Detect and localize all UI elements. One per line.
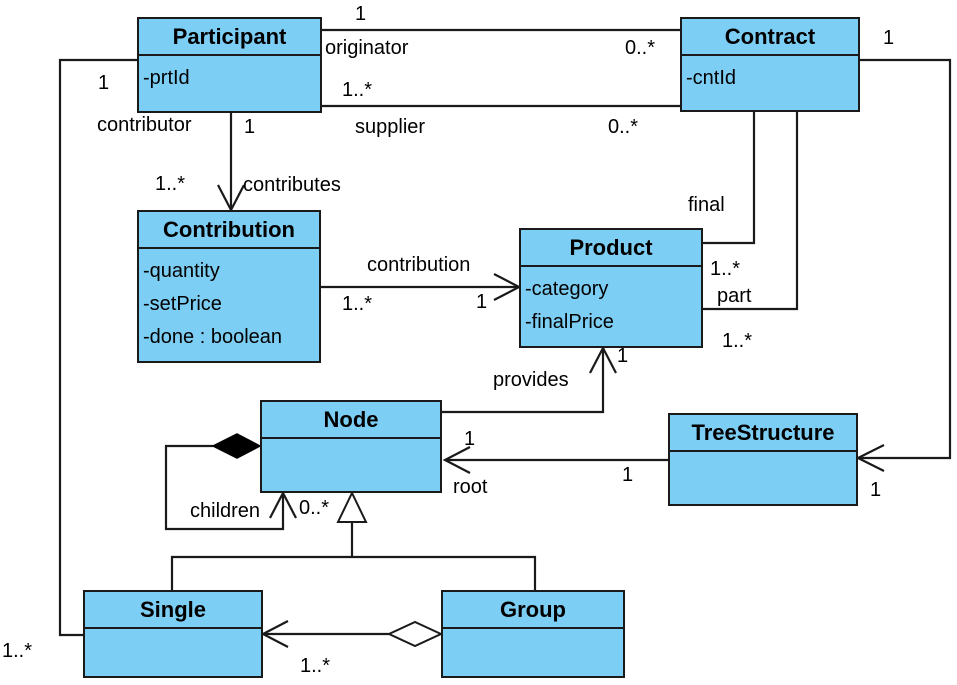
multiplicity-contributor-top: 1 (244, 116, 256, 138)
multiplicity-contribution-source: 1..* (342, 293, 373, 315)
class-name: TreeStructure (670, 415, 856, 452)
multiplicity-root-tree: 1 (622, 464, 634, 486)
attribute: -finalPrice (525, 311, 614, 333)
multiplicity-contribution-target: 1 (476, 291, 488, 313)
role-final: final (688, 194, 725, 216)
multiplicity-participant-single: 1 (98, 72, 110, 94)
children-arrow-head (269, 490, 297, 519)
multiplicity-supplier-source: 1..* (342, 79, 373, 101)
attribute: -quantity (143, 260, 220, 282)
class-group: Group (441, 590, 625, 678)
attribute: -category (525, 278, 609, 300)
attribute: -setPrice (143, 293, 222, 315)
multiplicity-group-single: 1..* (300, 655, 331, 677)
multiplicity-final: 1..* (710, 258, 741, 280)
root-arrow-head (442, 446, 471, 474)
attribute: -done : boolean (143, 326, 283, 348)
final-association (703, 112, 756, 245)
class-name: Contract (682, 19, 858, 56)
role-part: part (717, 285, 752, 307)
group-single-arrow-head (260, 620, 289, 648)
attribute: -prtId (143, 67, 190, 89)
generalization-lines (170, 555, 537, 590)
class-name: Single (85, 592, 261, 629)
role-children: children (190, 500, 261, 522)
role-contribution: contribution (367, 254, 471, 276)
role-provides: provides (493, 369, 569, 391)
class-name: Participant (139, 19, 320, 56)
role-contributor: contributor (97, 114, 192, 136)
children-composition (164, 444, 285, 531)
part-association (703, 112, 799, 311)
multiplicity-originator-source: 1 (355, 3, 367, 25)
multiplicity-part: 1..* (722, 330, 753, 352)
class-name: Contribution (139, 212, 319, 249)
role-supplier: supplier (355, 116, 426, 138)
class-participant: Participant -prtId (137, 17, 322, 113)
class-attributes: -prtId (139, 56, 320, 95)
composition-diamond (211, 433, 262, 459)
multiplicity-single-left: 1..* (2, 640, 33, 662)
class-product: Product -category -finalPrice (519, 228, 703, 348)
multiplicity-contributor-bottom: 1..* (155, 173, 186, 195)
aggregation-diamond (386, 620, 444, 648)
class-tree-structure: TreeStructure (668, 413, 858, 506)
multiplicity-children: 0..* (299, 497, 330, 519)
provides-arrow-head (589, 345, 617, 374)
class-attributes: -cntId (682, 56, 858, 95)
multiplicity-supplier-target: 0..* (608, 116, 639, 138)
class-attributes: -category -finalPrice (521, 267, 701, 339)
class-contract: Contract -cntId (680, 17, 860, 112)
class-node: Node (260, 400, 442, 493)
role-contributes: contributes (243, 174, 341, 196)
class-name: Node (262, 402, 440, 439)
multiplicity-tree-in: 1 (870, 479, 882, 501)
class-contribution: Contribution -quantity -setPrice -done :… (137, 210, 321, 363)
attribute: -cntId (686, 67, 737, 89)
multiplicity-contract-tree: 1 (883, 27, 895, 49)
participant-single-association (58, 58, 137, 637)
class-attributes: -quantity -setPrice -done : boolean (139, 249, 319, 354)
multiplicity-provides: 1 (617, 345, 629, 367)
multiplicity-root-node: 1 (464, 428, 476, 450)
multiplicity-originator-target: 0..* (625, 37, 656, 59)
role-originator: originator (325, 37, 409, 59)
provides-association (442, 348, 605, 414)
contract-tree-association (858, 58, 952, 460)
class-name: Group (443, 592, 623, 629)
role-root: root (453, 476, 488, 498)
generalization-triangle (336, 490, 368, 523)
class-single: Single (83, 590, 263, 678)
class-name: Product (521, 230, 701, 267)
tree-arrow-head (855, 444, 885, 472)
